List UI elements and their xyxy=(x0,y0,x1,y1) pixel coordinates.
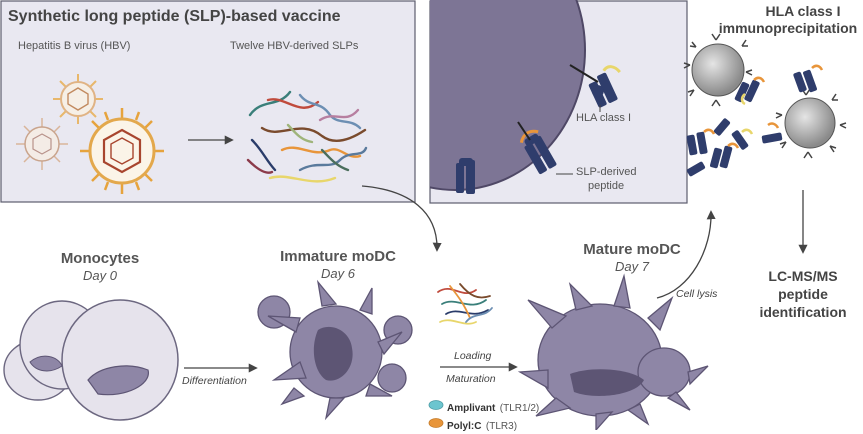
ip-bead-left-icon xyxy=(683,33,753,107)
hbv-label: Hepatitis B virus (HBV) xyxy=(18,40,131,52)
hbv-small-virus-icon xyxy=(16,118,68,170)
ip-title-line1: HLA class I xyxy=(765,3,841,19)
legend-amplivant-name: Amplivant xyxy=(447,403,496,414)
hla-molecule-free-icon xyxy=(588,65,621,108)
arrow-slps-to-loading xyxy=(361,185,442,252)
lcms-line3: identification xyxy=(759,304,847,320)
step-loading: Loading xyxy=(454,350,492,362)
hbv-medium-virus-icon xyxy=(53,74,103,124)
lcms-line1: LC-MS/MS xyxy=(768,268,838,284)
hbv-large-virus-icon xyxy=(80,108,164,194)
stage-mature-name: Mature moDC xyxy=(583,241,681,258)
hla-molecule-surface-icon xyxy=(519,129,557,174)
step-differentiation: Differentiation xyxy=(182,375,247,387)
step-maturation: Maturation xyxy=(446,373,496,385)
lcms-line2: peptide xyxy=(778,286,828,302)
arrow-lysis-to-ip xyxy=(656,210,716,299)
step-cell-lysis: Cell lysis xyxy=(676,288,718,300)
peptide-label-line2: peptide xyxy=(588,180,625,192)
ip-hla-complexes-icon xyxy=(686,69,817,177)
legend-polyic-note: (TLR3) xyxy=(485,421,518,432)
legend-amplivant: Amplivant (TLR1/2) xyxy=(447,398,539,416)
slp-peptides-icon xyxy=(246,90,368,183)
legend-polyic-swatch xyxy=(428,418,444,428)
hla-tether-line xyxy=(569,64,599,83)
hla-molecule-membrane-icon xyxy=(456,158,475,194)
stage-monocytes-day: Day 0 xyxy=(83,268,117,283)
vaccine-panel-title: Synthetic long peptide (SLP)-based vacci… xyxy=(8,8,341,25)
stage-mature-day: Day 7 xyxy=(615,259,649,274)
loading-peptides-icon xyxy=(437,283,493,325)
legend-polyic: Polyl:C (TLR3) xyxy=(447,416,517,434)
legend-amplivant-note: (TLR1/2) xyxy=(499,403,540,414)
ip-bead-right-icon xyxy=(775,88,847,159)
hla-linker-line xyxy=(517,121,531,141)
legend-amplivant-swatch xyxy=(428,400,444,410)
ip-title-line2: immunoprecipitation xyxy=(718,20,858,36)
stage-immature-day: Day 6 xyxy=(321,266,355,281)
mature-modc-icon xyxy=(517,273,709,430)
stage-monocytes-name: Monocytes xyxy=(60,250,140,267)
immature-modc-icon xyxy=(257,279,413,421)
cell-membrane-zoom xyxy=(430,0,586,191)
ip-peptide-marks-yellow-icon xyxy=(740,93,754,135)
hla-class-i-label: HLA class I xyxy=(576,112,632,124)
ip-peptide-marks-icon xyxy=(703,64,824,149)
monocytes-cells-icon xyxy=(3,299,179,421)
peptide-label-line1: SLP-derived xyxy=(576,166,637,178)
slps-label: Twelve HBV-derived SLPs xyxy=(230,40,359,52)
legend-polyic-name: Polyl:C xyxy=(447,421,482,432)
stage-immature-name: Immature moDC xyxy=(280,248,396,265)
